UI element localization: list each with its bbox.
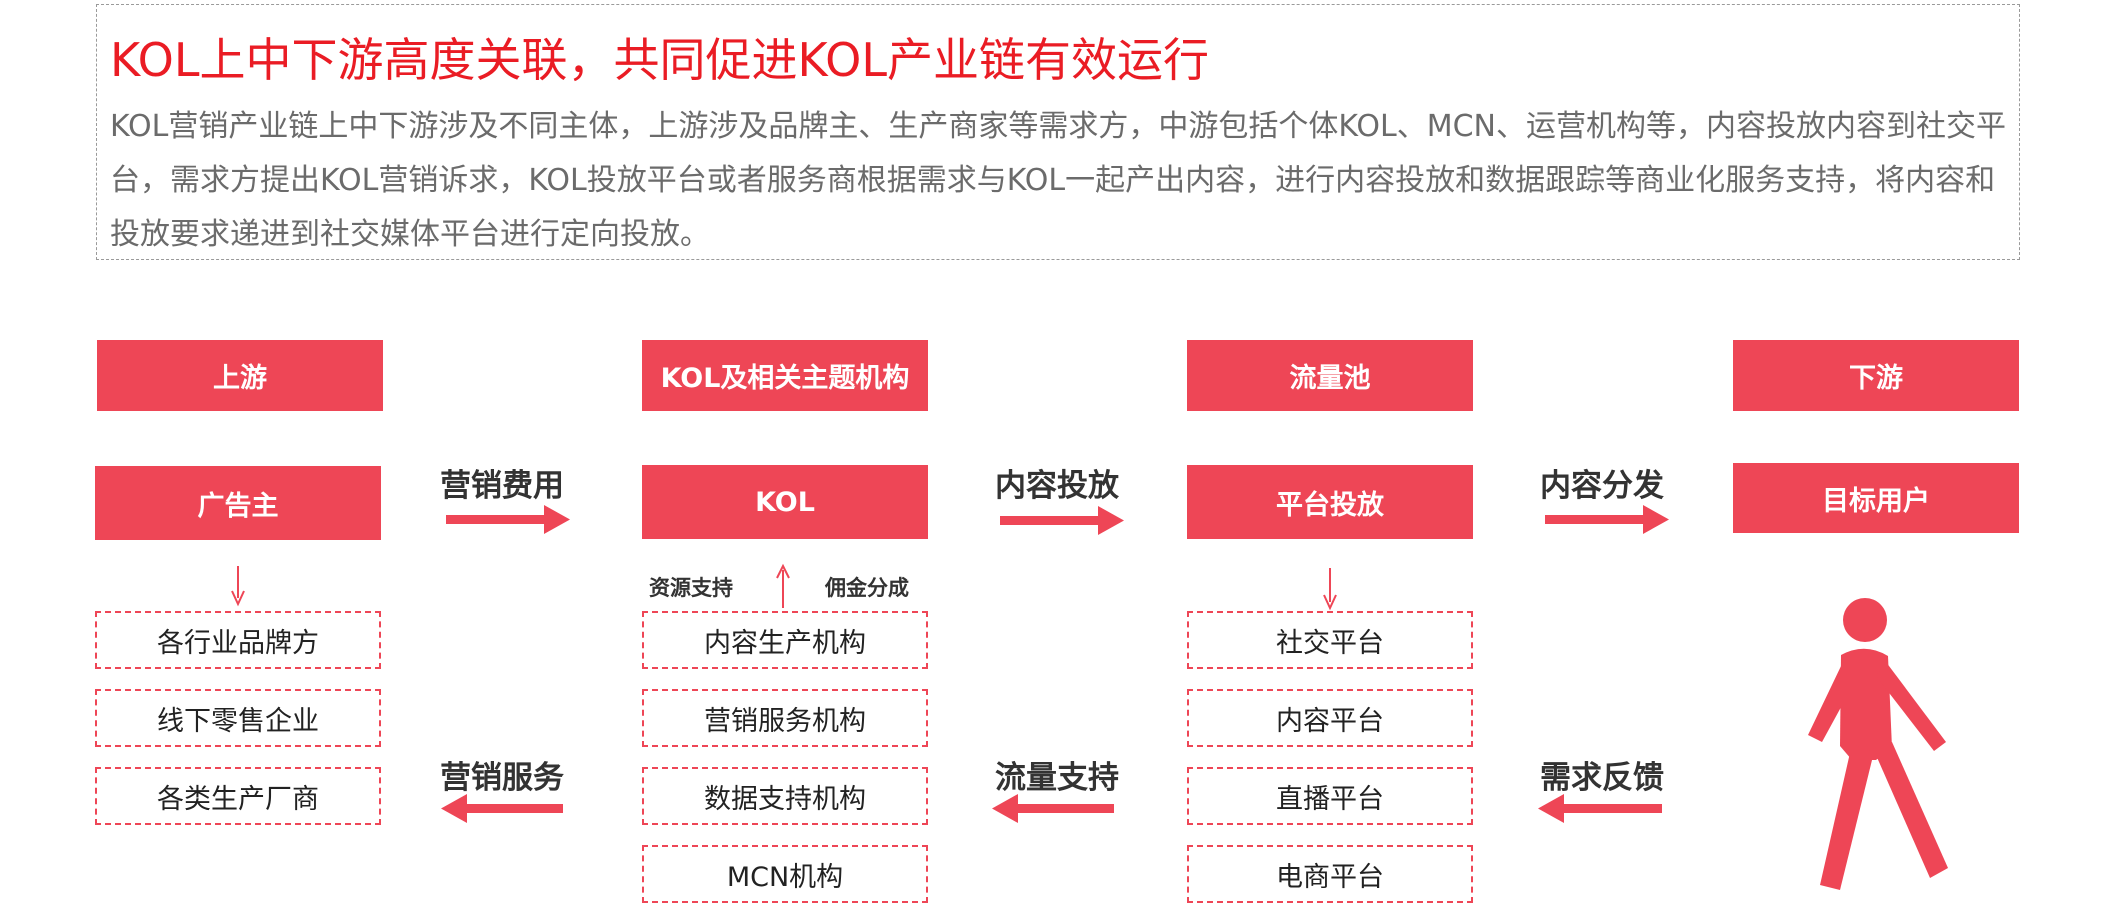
up-arrow-kol <box>776 563 790 608</box>
list-item-mcn: MCN机构 <box>642 845 928 903</box>
down-arrow-platform <box>1323 568 1337 611</box>
list-item-social-platform: 社交平台 <box>1187 611 1473 669</box>
note-resource-support: 资源支持 <box>649 576 733 600</box>
note-commission-share: 佣金分成 <box>825 576 909 600</box>
intro-paragraph: KOL营销产业链上中下游涉及不同主体，上游涉及品牌主、生产商家等需求方，中游包括… <box>110 109 2006 252</box>
list-item-content-platform: 内容平台 <box>1187 689 1473 747</box>
box-platform-delivery: 平台投放 <box>1187 465 1473 539</box>
header-kol-institutions: KOL及相关主题机构 <box>642 340 928 411</box>
list-item-brand-owners: 各行业品牌方 <box>95 611 381 669</box>
flow-label-traffic-support: 流量支持 <box>995 760 1119 796</box>
list-item-live-platform: 直播平台 <box>1187 767 1473 825</box>
list-item-offline-retail: 线下零售企业 <box>95 689 381 747</box>
right-arrow-marketing-fee <box>446 505 570 534</box>
flow-label-demand-feedback: 需求反馈 <box>1540 760 1664 796</box>
right-arrow-content-distribution <box>1545 505 1669 534</box>
page-title: KOL上中下游高度关联，共同促进KOL产业链有效运行 <box>110 33 1209 87</box>
left-arrow-demand-feedback <box>1538 794 1662 823</box>
header-downstream: 下游 <box>1733 340 2019 411</box>
flow-label-marketing-fee: 营销费用 <box>440 468 564 504</box>
down-arrow-advertiser <box>231 566 245 607</box>
flow-label-content-distribution: 内容分发 <box>1540 468 1664 504</box>
list-item-content-production: 内容生产机构 <box>642 611 928 669</box>
list-item-marketing-service: 营销服务机构 <box>642 689 928 747</box>
list-item-manufacturers: 各类生产厂商 <box>95 767 381 825</box>
flow-label-marketing-service: 营销服务 <box>440 760 564 796</box>
header-traffic-pool: 流量池 <box>1187 340 1473 411</box>
left-arrow-traffic-support <box>992 794 1114 823</box>
flow-label-content-delivery: 内容投放 <box>995 468 1119 504</box>
list-item-ecommerce-platform: 电商平台 <box>1187 845 1473 903</box>
intro-box <box>96 4 2020 260</box>
walking-person-icon <box>1808 598 1948 890</box>
right-arrow-content-delivery <box>1000 506 1124 535</box>
list-item-data-support: 数据支持机构 <box>642 767 928 825</box>
box-advertiser: 广告主 <box>95 466 381 540</box>
header-upstream: 上游 <box>97 340 383 411</box>
box-kol: KOL <box>642 465 928 539</box>
left-arrow-marketing-service <box>441 794 563 823</box>
box-target-users: 目标用户 <box>1733 463 2019 533</box>
